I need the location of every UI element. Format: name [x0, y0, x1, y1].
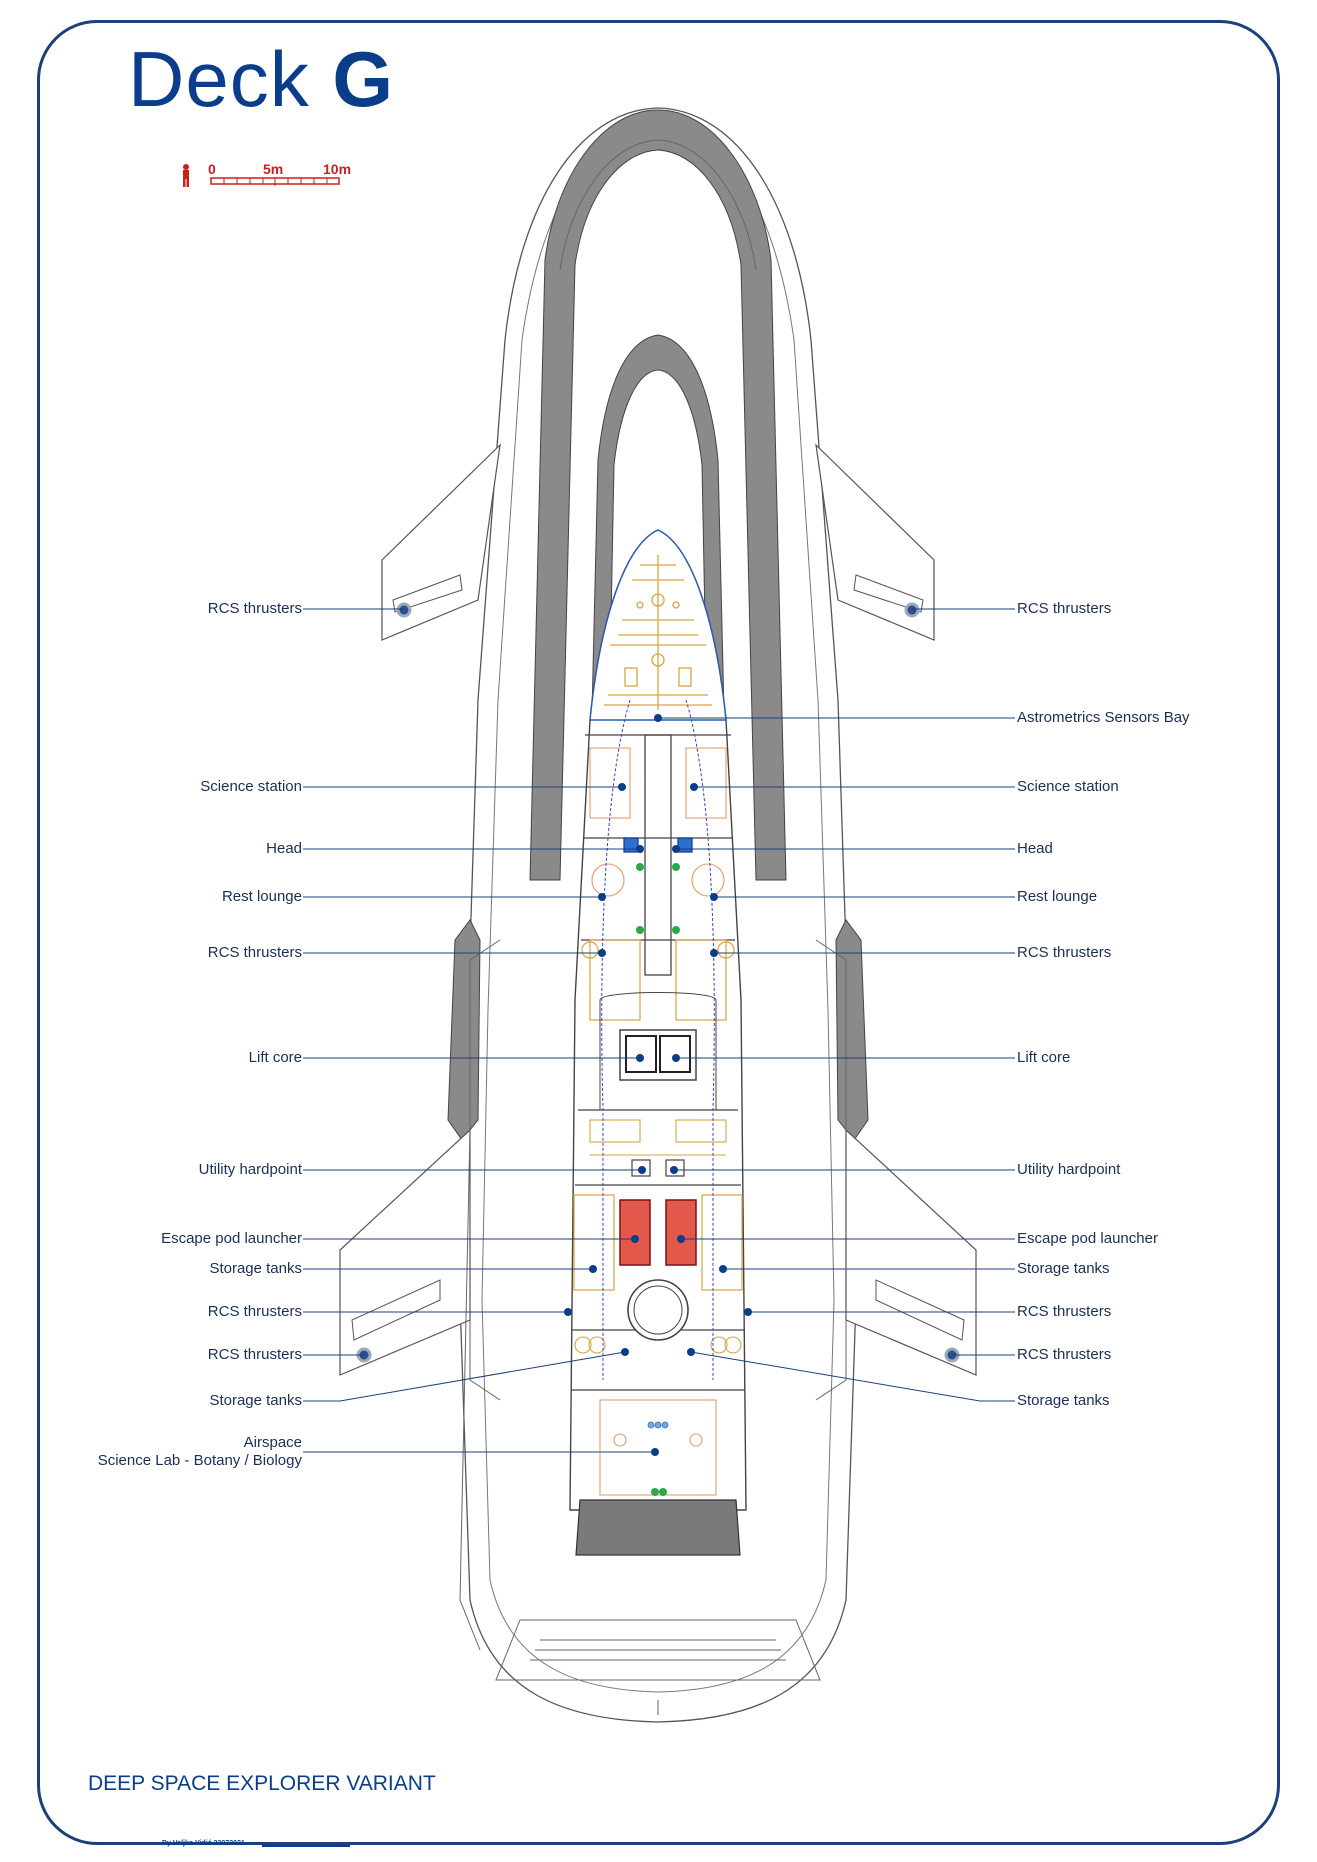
deck-title-letter: G [332, 35, 395, 123]
wing-upper-left [381, 443, 501, 641]
deck-title-prefix: Deck [128, 35, 310, 123]
label-escape-pod-launcher-left: Escape pod launcher [161, 1230, 302, 1247]
page-frame [37, 20, 1280, 1845]
label-rcs-thrusters-left-1: RCS thrusters [207, 600, 302, 617]
nose-outer-band [529, 109, 787, 881]
wing-upper-right [815, 443, 935, 641]
label-escape-pod-launcher-right: Escape pod launcher [1017, 1230, 1158, 1247]
label-rcs-thrusters-right-2: RCS thrusters [1017, 944, 1112, 961]
deck-title: Deck G [128, 40, 394, 118]
label-science-lab: Science Lab - Botany / Biology [97, 1452, 302, 1469]
scale-tick-5m: 5m [263, 161, 283, 177]
label-rcs-thrusters-right-3: RCS thrusters [1017, 1303, 1112, 1320]
label-storage-tanks-right-1: Storage tanks [1017, 1260, 1110, 1277]
label-science-station-left: Science station [200, 778, 302, 795]
label-storage-tanks-left-2: Storage tanks [209, 1392, 302, 1409]
label-rcs-thrusters-right-1: RCS thrusters [1017, 600, 1112, 617]
label-astrometrics-sensors-bay: Astrometrics Sensors Bay [1017, 709, 1190, 726]
nacelle-right [835, 919, 869, 1141]
lift-core [599, 992, 717, 1111]
label-airspace: Airspace [243, 1434, 302, 1451]
label-rest-lounge-left: Rest lounge [221, 888, 302, 905]
science-lab [599, 1399, 717, 1496]
wing-lower-left [339, 1128, 471, 1376]
label-rcs-thrusters-left-3: RCS thrusters [207, 1303, 302, 1320]
label-storage-tanks-left-1: Storage tanks [209, 1260, 302, 1277]
label-rcs-thrusters-left-4: RCS thrusters [207, 1346, 302, 1363]
label-head-left: Head [266, 840, 302, 857]
label-lift-core-left: Lift core [248, 1049, 302, 1066]
label-utility-hardpoint-left: Utility hardpoint [198, 1161, 302, 1178]
label-head-right: Head [1017, 840, 1053, 857]
label-rcs-thrusters-right-4: RCS thrusters [1017, 1346, 1112, 1363]
scale-tick-10m: 10m [323, 161, 351, 177]
wing-lower-right [845, 1128, 977, 1376]
label-lift-core-right: Lift core [1017, 1049, 1071, 1066]
label-utility-hardpoint-right: Utility hardpoint [1017, 1161, 1121, 1178]
label-rest-lounge-right: Rest lounge [1017, 888, 1098, 905]
escape-pods [619, 1199, 697, 1266]
nacelle-left [447, 919, 481, 1141]
credit-underline [262, 1845, 350, 1847]
label-storage-tanks-right-2: Storage tanks [1017, 1392, 1110, 1409]
label-science-station-right: Science station [1017, 778, 1119, 795]
scale-bar: 0 5m 10m [183, 161, 351, 187]
variant-subtitle: DEEP SPACE EXPLORER VARIANT [88, 1772, 436, 1795]
label-rcs-thrusters-left-2: RCS thrusters [207, 944, 302, 961]
author-credit: By Veljko Vidić 23072021 [162, 1840, 245, 1847]
scale-tick-0: 0 [208, 161, 216, 177]
aft-hangar [575, 1499, 741, 1556]
